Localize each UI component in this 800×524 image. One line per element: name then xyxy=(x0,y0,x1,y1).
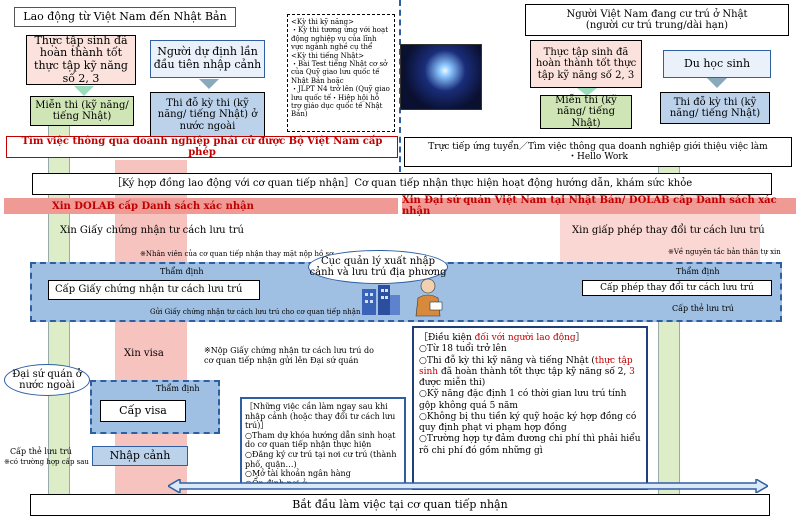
building-icon xyxy=(358,283,402,317)
job-search-right: Trực tiếp ứng tuyển／Tìm việc thông qua d… xyxy=(404,137,792,167)
dolab-left: Xin DOLAB cấp Danh sách xác nhận xyxy=(4,198,398,214)
exam-info-box: <Kỳ thi kỹ năng> ・Kỳ thi tương ứng với h… xyxy=(287,14,395,132)
change-apply: Xin giấp phép thay đổi tư cách lưu trú xyxy=(572,225,765,236)
change-issue-box: Cấp phép thay đổi tư cách lưu trú xyxy=(582,280,772,296)
header-right-line2: (người cư trú trung/dài hạn) xyxy=(585,20,729,31)
send-coe: Gửi Giấy chứng nhận tư cách lưu trú cho … xyxy=(150,308,361,316)
immigration-bureau: Cục quản lý xuất nhập cảnh và lưu trú đị… xyxy=(308,250,448,284)
todo-item-2: ○Đăng ký cư trú tại nơi cư trú (thành ph… xyxy=(245,449,397,469)
job-search-right-line1: Trực tiếp ứng tuyển／Tìm việc thông qua d… xyxy=(428,141,768,152)
condition-duration: ○Kỹ năng đặc định 1 có thời gian lưu trú… xyxy=(419,389,627,411)
dolab-right: Xin Đại sứ quán Việt Nam tại Nhật Bản/ D… xyxy=(402,195,796,217)
contract-box: ［Ký hợp đồng lao động với cơ quan tiếp n… xyxy=(32,173,772,195)
todo-title: ［Những việc cần làm ngay sau khi nhập cả… xyxy=(245,402,396,431)
header-left-title: Lao động từ Việt Nam đến Nhật Bản xyxy=(14,7,236,27)
exam-japanese-title: <Kỳ thi tiếng Nhật> xyxy=(291,51,365,60)
visa-apply: Xin visa xyxy=(124,348,164,359)
visa-note: ※Nộp Giấy chứng nhận tư cách lưu trú do … xyxy=(204,346,374,365)
condition-exam: ○Thi đỗ kỳ thi kỹ năng và tiếng Nhật (th… xyxy=(419,356,641,390)
conditions-title-a: ［Điều kiện xyxy=(419,333,475,343)
exam-japanese-test1: ・Bài Test tiếng Nhật cơ sở của Quỹ giao … xyxy=(291,59,388,85)
condition-deposit: ○Không bị thu tiền ký quỹ hoặc ký hợp đồ… xyxy=(419,411,637,433)
entry-box: Nhập cảnh xyxy=(92,446,188,466)
welder-photo xyxy=(400,44,482,110)
arrow-down-left-1 xyxy=(74,86,94,96)
todo-item-1: ○Tham dự khóa hướng dẫn sinh hoạt do cơ … xyxy=(245,430,396,450)
condition-exam-e: được miễn thi) xyxy=(419,378,486,388)
exam-skill-title: <Kỳ thi kỹ năng> xyxy=(291,18,355,26)
arrow-down-right-1 xyxy=(577,88,597,96)
start-work-box: Bắt đầu làm việc tại cơ quan tiếp nhận xyxy=(30,494,770,516)
left-pink-column xyxy=(115,160,187,500)
visa-issue-box: Cấp visa xyxy=(100,400,186,422)
condition-exam-c: đã hoàn thành tốt thực tập kỹ năng số 2, xyxy=(438,366,630,377)
note-agency: ※Nhân viên của cơ quan tiếp nhận thay mặ… xyxy=(140,250,334,258)
exam-skill-desc: ・Kỳ thi tương ứng với hoạt động nghiệp v… xyxy=(291,26,389,52)
todo-box: ［Những việc cần làm ngay sau khi nhập cả… xyxy=(240,397,406,488)
header-right-title: Người Việt Nam đang cư trú ở Nhật (người… xyxy=(525,4,789,36)
right-student-box: Du học sinh xyxy=(663,50,771,78)
todo-item-3: ○Mở tài khoản ngân hàng xyxy=(245,469,351,479)
review-right: Thẩm định xyxy=(676,267,720,276)
condition-costs: ○Trường hợp tự đảm đương chi phí thì phả… xyxy=(419,434,641,456)
residence-card-right: Cấp thẻ lưu trú xyxy=(672,304,734,313)
double-arrow xyxy=(166,477,770,495)
residence-card-note: ※có trường hợp cấp sau xyxy=(4,458,89,466)
condition-exam-b: thực tập sinh xyxy=(419,355,633,377)
job-search-right-line2: ・Hello Work xyxy=(567,152,629,162)
condition-exam-d: 3 xyxy=(629,366,635,377)
condition-age: ○Từ 18 tuổi trở lên xyxy=(419,344,507,355)
header-right-line1: Người Việt Nam đang cư trú ở Nhật xyxy=(566,8,748,20)
coe-apply: Xin Giấy chứng nhận tư cách lưu trú xyxy=(60,225,244,236)
left-pass-abroad-box: Thi đỗ kỳ thi (kỹ năng/ tiếng Nhật) ở nư… xyxy=(150,92,265,138)
left-newcomer-box: Người dự định lần đầu tiên nhập cảnh xyxy=(150,40,265,78)
exam-japanese-test2: ・JLPT N4 trở lên (Quỹ giao lưu quốc tế・H… xyxy=(291,85,390,119)
conditions-title-b: đối với người lao động xyxy=(474,333,576,343)
right-trainee-box: Thực tập sinh đã hoàn thành tốt thực tập… xyxy=(530,40,642,88)
embassy-bubble: Đại sứ quán ở nước ngoài xyxy=(4,364,90,396)
job-search-left: Tìm việc thông qua doanh nghiệp phái cử … xyxy=(6,136,398,158)
right-exempt-box: Miễn thi (kỹ năng/ tiếng Nhật) xyxy=(540,95,632,129)
officer-icon xyxy=(410,276,446,318)
residence-card-left: Cấp thẻ lưu trú xyxy=(10,447,72,456)
arrow-down-right-2 xyxy=(707,78,727,88)
right-pass-box: Thi đỗ kỳ thi (kỹ năng/ tiếng Nhật) xyxy=(660,92,770,124)
arrow-down-left-2 xyxy=(199,79,219,89)
conditions-box: ［Điều kiện đối với người lao động］ ○Từ 1… xyxy=(412,326,648,490)
coe-issue-box: Cấp Giấy chứng nhận tư cách lưu trú xyxy=(48,280,260,300)
conditions-title-c: ］ xyxy=(575,333,585,343)
review-embassy: Thẩm định xyxy=(156,384,200,393)
conditions-title: ［Điều kiện đối với người lao động］ xyxy=(419,333,641,344)
note-principle: ※Về nguyên tắc bản thân tự xin xyxy=(668,248,781,256)
review-left: Thẩm định xyxy=(160,267,204,276)
left-exempt-box: Miễn thi (kỹ năng/ tiếng Nhật) xyxy=(30,96,134,126)
condition-exam-a: ○Thi đỗ kỳ thi kỹ năng và tiếng Nhật ( xyxy=(419,355,595,366)
left-trainee-box: Thực tập sinh đã hoàn thành tốt thực tập… xyxy=(26,34,136,85)
